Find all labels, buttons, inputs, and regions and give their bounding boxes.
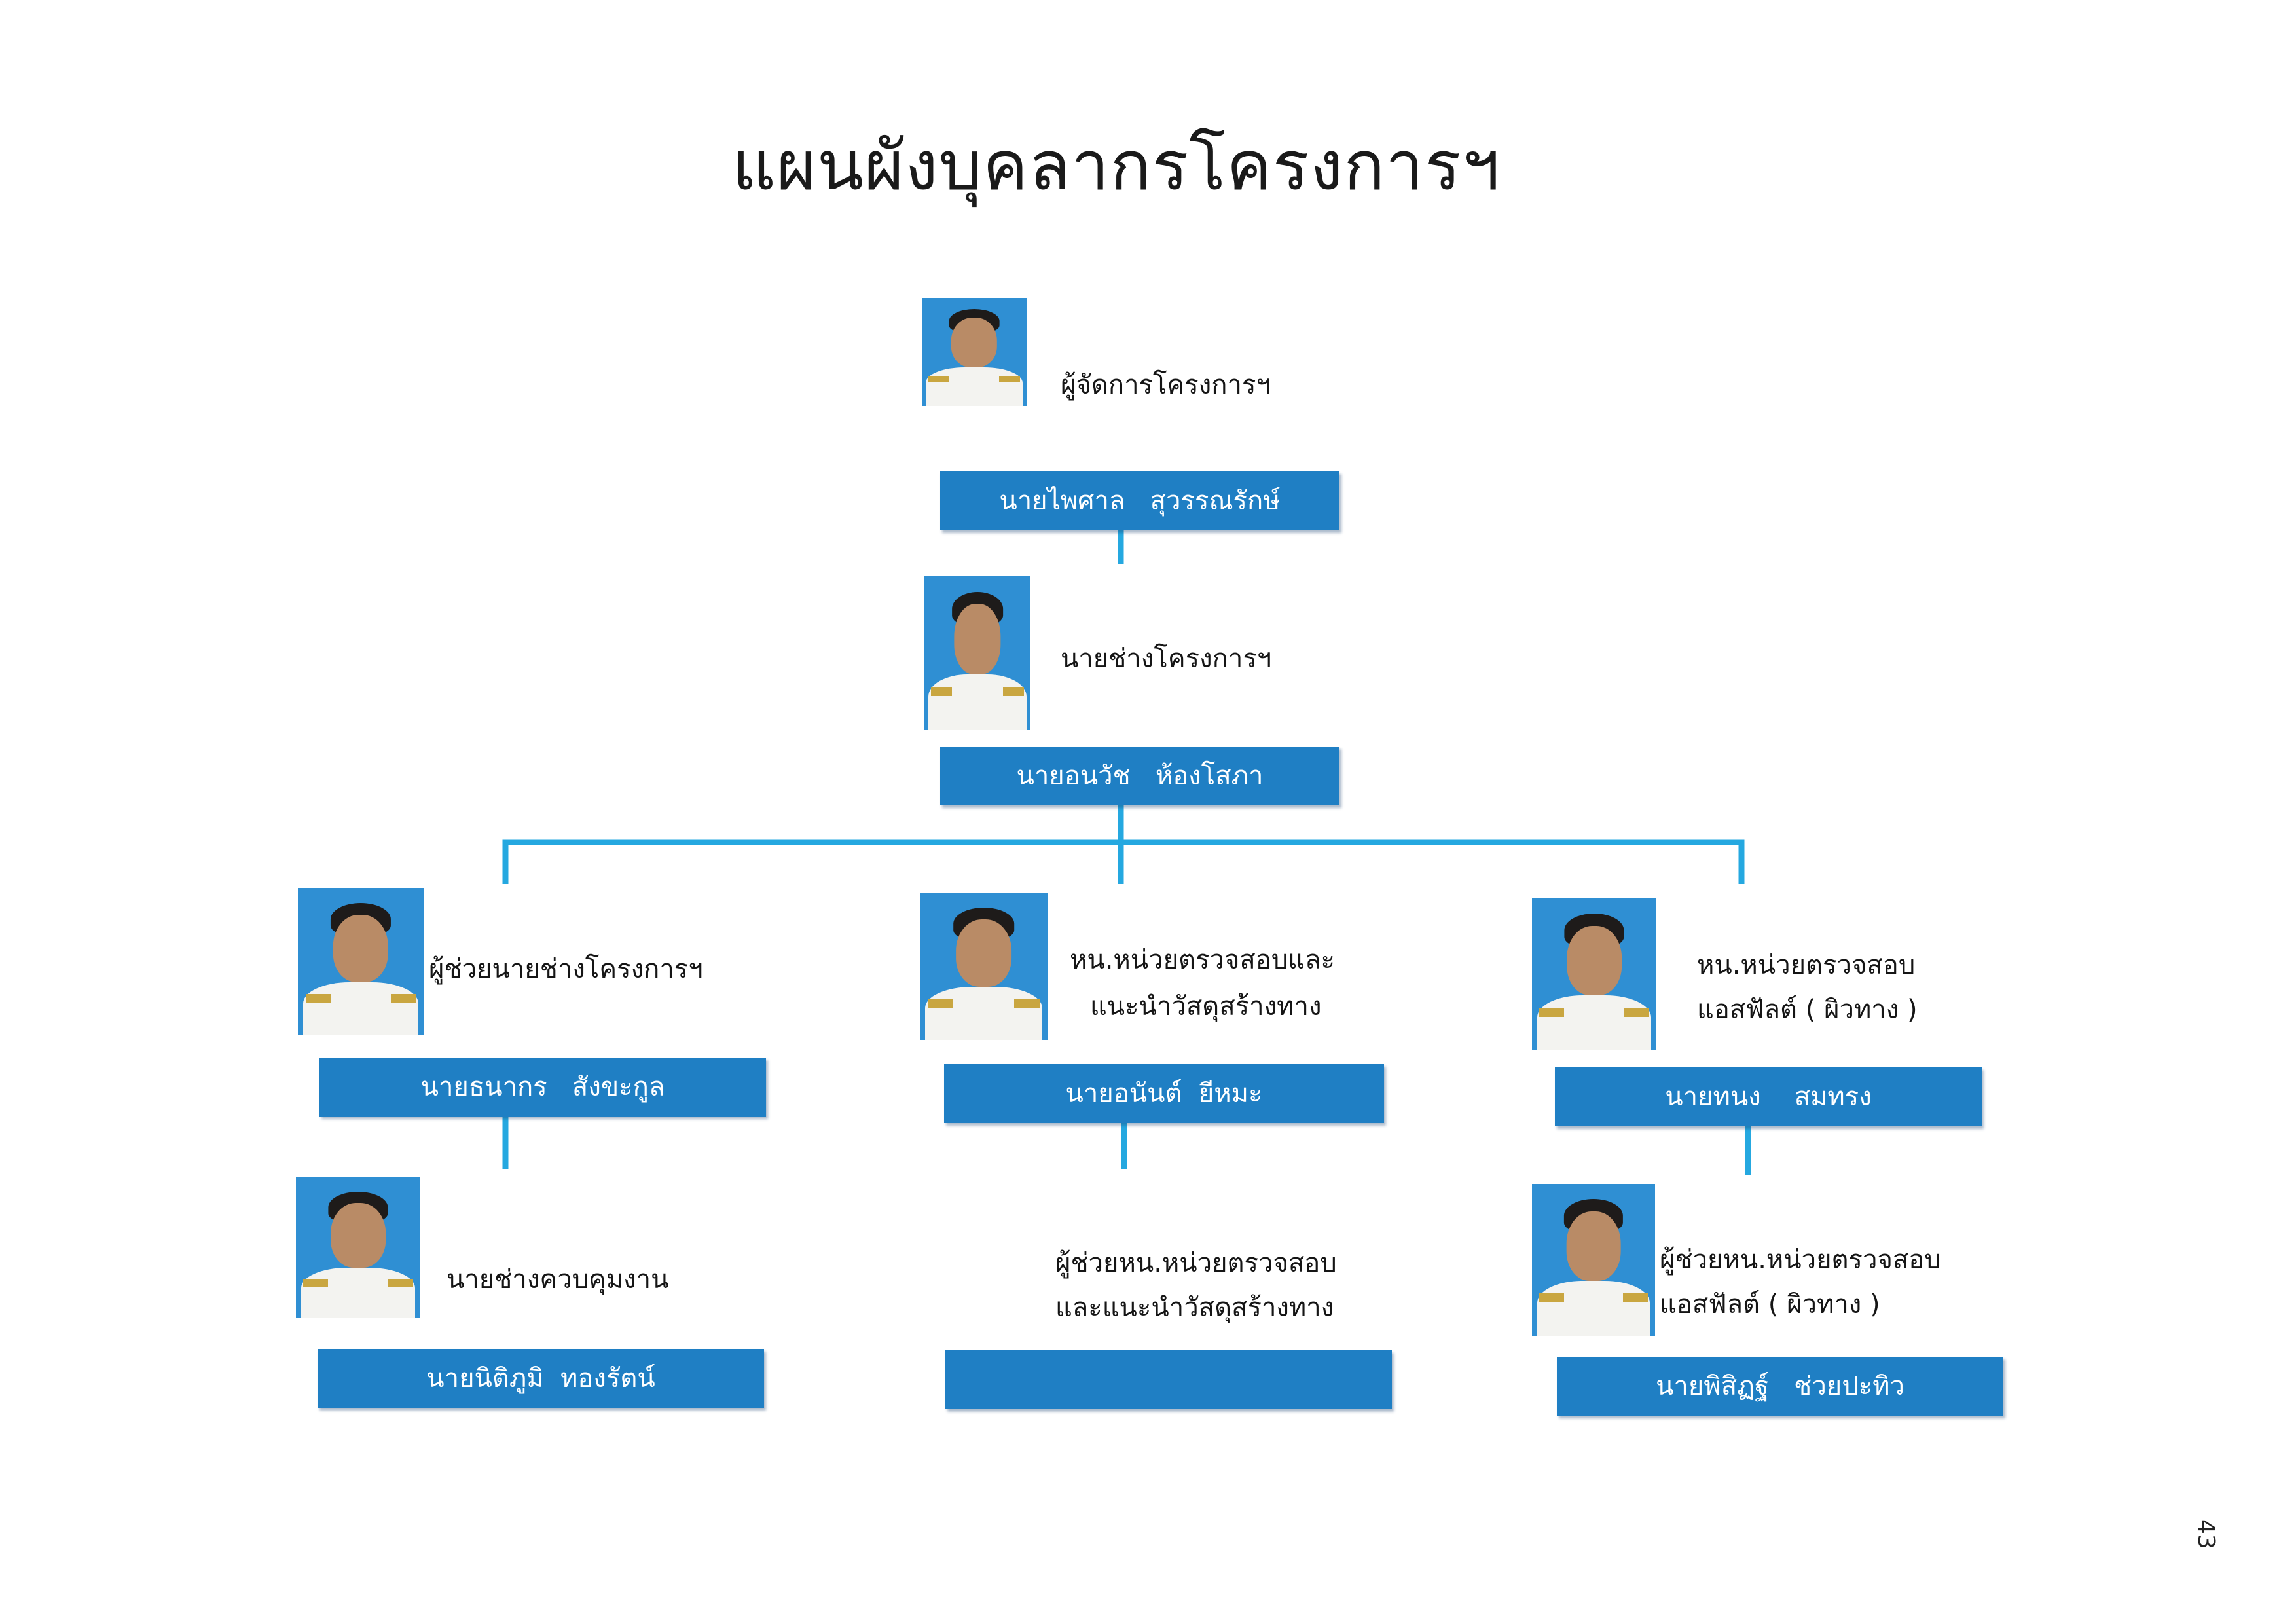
asphalt-assistant-name: นายพิสิฏฐ์ ช่วยปะทิว xyxy=(1557,1357,2003,1416)
inspection-head-role-line2: แนะนำวัสดุสร้างทาง xyxy=(1090,991,1322,1022)
asphalt-assistant-role-line1: ผู้ช่วยหน.หน่วยตรวจสอบ xyxy=(1660,1245,1941,1275)
inspection-head-name: นายอนันต์ ยีหมะ xyxy=(944,1064,1384,1123)
engineer-role: นายช่างโครงการฯ xyxy=(1061,644,1272,674)
supervisor-role: นายช่างควบคุมงาน xyxy=(446,1264,669,1295)
inspection-assistant-role-line1: ผู้ช่วยหน.หน่วยตรวจสอบ xyxy=(1055,1248,1337,1278)
asphalt-assistant-role-line2: แอสฟัลต์ ( ผิวทาง ) xyxy=(1660,1289,1880,1320)
assistant-engineer-photo xyxy=(298,888,424,1035)
manager-photo xyxy=(922,298,1027,406)
assistant-engineer-name: นายธนากร สังขะกูล xyxy=(319,1058,766,1116)
engineer-photo xyxy=(924,576,1030,730)
supervisor-name: นายนิติภูมิ ทองรัตน์ xyxy=(318,1349,764,1408)
manager-name: นายไพศาล สุวรรณรักษ์ xyxy=(940,471,1339,530)
engineer-name: นายอนวัช ห้องโสภา xyxy=(940,747,1339,805)
assistant-engineer-role: ผู้ช่วยนายช่างโครงการฯ xyxy=(429,954,703,984)
inspection-head-role-line1: หน.หน่วยตรวจสอบและ xyxy=(1070,945,1335,975)
inspection-head-photo xyxy=(920,893,1048,1040)
asphalt-head-name: นายทนง สมทรง xyxy=(1555,1067,1982,1126)
asphalt-assistant-photo xyxy=(1532,1184,1655,1336)
inspection-assistant-role-line2: และแนะนำวัสดุสร้างทาง xyxy=(1055,1293,1334,1323)
page-title: แผนผังบุคลากรโครงการฯ xyxy=(731,126,1501,206)
manager-role: ผู้จัดการโครงการฯ xyxy=(1061,370,1271,400)
asphalt-head-role-line2: แอสฟัลต์ ( ผิวทาง ) xyxy=(1697,995,1918,1025)
asphalt-head-photo xyxy=(1532,898,1656,1050)
inspection-assistant-name xyxy=(945,1350,1392,1409)
page-number: 43 xyxy=(2193,1519,2219,1549)
asphalt-head-role-line1: หน.หน่วยตรวจสอบ xyxy=(1697,950,1916,980)
supervisor-photo xyxy=(296,1177,420,1318)
